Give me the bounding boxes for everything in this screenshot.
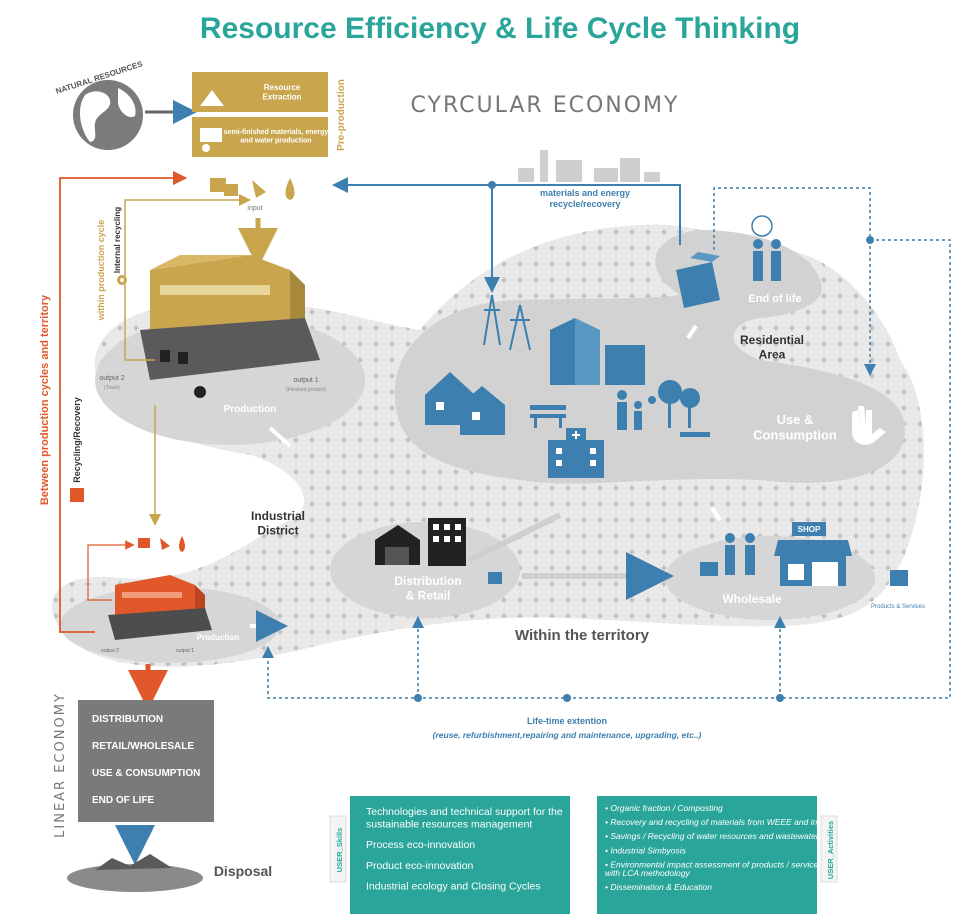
hand-icon [852, 406, 886, 445]
factory-icon [140, 255, 320, 398]
power-tower-icon [483, 294, 531, 351]
lifetime-sub: (reuse, refurbishment,repairing and main… [433, 730, 702, 740]
activity-item: • Recovery and recycling of materials fr… [605, 817, 869, 827]
output1-label: output 1 [293, 377, 318, 384]
input-label: input [247, 205, 262, 212]
linear-steps-list: DISTRIBUTION RETAIL/WHOLESALE USE & CONSUM… [92, 714, 200, 806]
recycling-recovery-label: Recycling/Recovery [72, 397, 82, 483]
family-icon [617, 390, 656, 430]
output2-sub-label: (Trash) [104, 385, 120, 391]
small-input-icons [138, 536, 185, 552]
recycling-hand-icon [70, 488, 84, 502]
linear-economy-label: LINEAR ECONOMY [53, 692, 68, 838]
skills-panel [350, 796, 570, 914]
junction-dot-1 [414, 694, 422, 702]
skills-list: Technologies and technical support for t… [366, 806, 563, 892]
pre-production-label: Pre-production [336, 79, 347, 151]
warehouse-icon [375, 525, 420, 565]
activities-list: • Organic fraction / Composting • Recover… [605, 803, 869, 892]
end-of-life-box-icon [676, 252, 720, 308]
activity-item: • Dissemination & Education [605, 882, 712, 892]
materials-recycle-line [332, 177, 681, 245]
distribution-retail-label: Distribution& Retail [394, 574, 461, 602]
output2-label: output 2 [99, 375, 124, 382]
wholesale-label: Wholesale [722, 592, 782, 606]
recycling-plant-icons [518, 150, 660, 182]
linear-step: END OF LIFE [92, 795, 155, 806]
city-buildings-icon [550, 318, 645, 385]
user-activities-label: USER_Activities [826, 821, 835, 879]
activities-panel [597, 796, 817, 914]
end-of-life-label: End of life [748, 293, 801, 305]
between-cycles-label: Between production cycles and territory [39, 294, 51, 505]
small-production-label: Production [197, 633, 239, 642]
production-to-district-arrow [268, 426, 292, 448]
products-box-icon [890, 570, 908, 586]
use-consumption-label: Use &Consumption [753, 412, 837, 443]
shoppers-icon [700, 533, 755, 576]
wholesale-to-use-arrow [710, 506, 722, 522]
linear-step: USE & CONSUMPTION [92, 768, 200, 779]
junction-dot-2 [563, 694, 571, 702]
shop-icon [774, 522, 852, 586]
input-icons [210, 178, 295, 200]
internal-recycling-label: Internal recycling [113, 207, 122, 273]
distribution-region [330, 522, 520, 618]
park-bench-icon [530, 405, 566, 428]
shop-label: SHOP [798, 525, 821, 534]
lifetime-dotted-loop-top [713, 187, 876, 376]
within-territory-label: Within the territory [515, 627, 650, 644]
linear-step: DISTRIBUTION [92, 714, 163, 725]
output1-sub-label: (Finished product) [286, 387, 327, 393]
activity-item: • Industrial Simbyosis [605, 845, 687, 855]
user-skills-label: USER_Skills [335, 828, 344, 873]
small-internal-loop [87, 540, 135, 601]
residential-region [394, 230, 905, 484]
linear-step: RETAIL/WHOLESALE [92, 741, 194, 752]
landfill-icon [67, 854, 203, 892]
skill-item: Process eco-innovation [366, 839, 475, 851]
gear-icon [117, 275, 127, 285]
activity-item: • Environmental impact assessment of pro… [605, 859, 861, 878]
page-title: Resource Efficiency & Life Cycle Thinkin… [200, 12, 800, 45]
small-factory-icon [108, 575, 212, 640]
globe-icon [73, 80, 143, 150]
trees-icon [658, 380, 710, 437]
skill-item: Industrial ecology and Closing Cycles [366, 880, 541, 892]
activity-item: • Organic fraction / Composting [605, 803, 723, 813]
junction-dot-3 [776, 694, 784, 702]
linear-economy-block [78, 700, 214, 822]
hospital-icon [548, 428, 604, 478]
lifetime-title: Life-time extention [527, 716, 607, 726]
skill-item: Product eco-innovation [366, 860, 474, 872]
user-skills-tag: USER_Skills [329, 815, 347, 883]
distribution-to-residential-arrow [468, 512, 562, 563]
small-output-a-label: output 2 [101, 648, 119, 654]
within-production-cycle-label: within production cycle [96, 220, 106, 322]
houses-icon [425, 372, 505, 435]
products-services-label: Products & Services [871, 604, 925, 610]
small-output-b-label: output 1 [176, 648, 194, 654]
between-cycles-loop [59, 170, 188, 633]
production-label: Production [224, 404, 277, 415]
distribution-box-icon [488, 572, 502, 584]
residential-to-end-of-life-arrow [686, 324, 698, 340]
user-activities-tag: USER_Activities [820, 815, 838, 883]
circular-economy-label: CYRCULAR ECONOMY [411, 93, 680, 118]
office-building-icon [428, 518, 466, 566]
activity-item: • Savings / Recycling of water resources… [605, 831, 862, 841]
couple-question-icon [751, 215, 781, 281]
skill-item: Technologies and technical support for t… [366, 806, 563, 831]
disposal-label: Disposal [214, 863, 272, 879]
recycle-junction-dot [488, 181, 496, 189]
